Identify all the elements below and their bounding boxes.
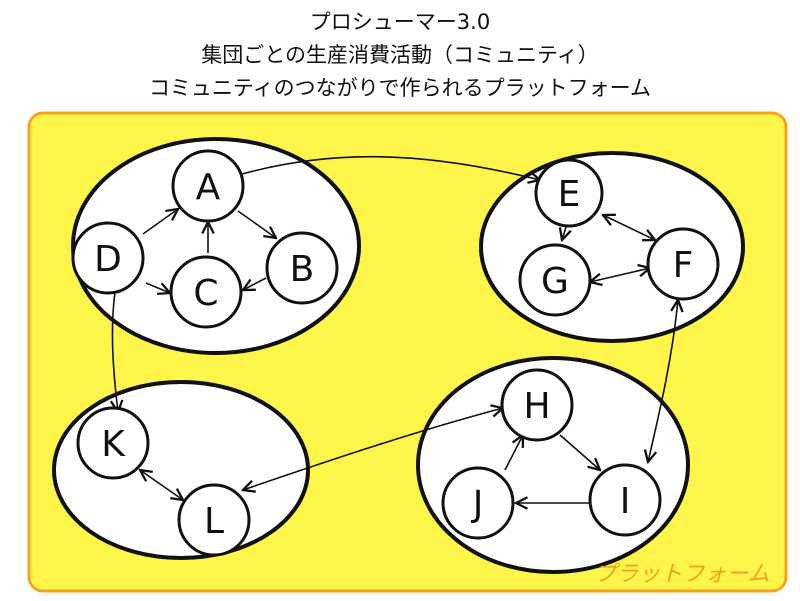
node-k: K: [76, 406, 150, 480]
edge-j-h: [504, 435, 523, 471]
edge-f-i: [648, 300, 678, 462]
node-j: J: [441, 466, 515, 540]
node-e-circle: [534, 158, 604, 228]
title-line-2: 集団ごとの生産消費活動（コミュニティ）: [201, 43, 599, 67]
node-h-label: H: [523, 386, 550, 427]
edge-b-c: [243, 277, 267, 290]
edge-g-f: [590, 268, 650, 282]
node-d: D: [71, 221, 145, 295]
node-f: F: [646, 227, 720, 301]
edge-d-c: [145, 282, 170, 293]
edge-l-h: [243, 408, 503, 490]
node-f-circle: [646, 227, 720, 301]
title-line-3: コミュニティのつながりで作られるプラットフォーム: [148, 76, 652, 100]
node-j-label: J: [471, 484, 484, 525]
node-g: G: [518, 243, 592, 317]
platform-watermark: プラットフォーム: [594, 562, 769, 587]
edge-d-a: [142, 209, 178, 235]
node-a-label: A: [196, 167, 221, 208]
edge-a-e: [241, 155, 540, 180]
node-b-label: B: [290, 249, 315, 290]
node-h: H: [500, 368, 574, 442]
node-a: A: [171, 149, 245, 223]
node-l-circle: [177, 483, 251, 557]
node-h-circle: [500, 368, 574, 442]
node-d-circle: [71, 221, 145, 295]
edge-k-l: [140, 470, 183, 500]
node-k-label: K: [101, 424, 126, 465]
edge-e-g: [562, 226, 566, 240]
node-d-label: D: [94, 239, 122, 280]
node-c-circle: [169, 255, 243, 329]
node-k-circle: [76, 406, 150, 480]
node-e-label: E: [558, 174, 581, 215]
edge-h-i: [559, 434, 600, 470]
node-g-label: G: [541, 261, 569, 302]
edge-e-f: [603, 215, 655, 240]
node-e: E: [534, 158, 604, 228]
node-i-label: I: [620, 481, 631, 522]
node-i-circle: [588, 463, 662, 537]
title-line-1: プロシューマー3.0: [309, 10, 491, 34]
node-a-circle: [171, 149, 245, 223]
node-c-label: C: [193, 273, 218, 314]
node-c: C: [169, 255, 243, 329]
title-block: プロシューマー3.0 集団ごとの生産消費活動（コミュニティ） コミュニティのつな…: [0, 6, 800, 105]
node-i: I: [588, 463, 662, 537]
edge-a-b: [237, 210, 276, 238]
edge-d-k: [112, 291, 118, 412]
node-g-circle: [518, 243, 592, 317]
node-f-label: F: [673, 245, 694, 286]
edges: [112, 155, 678, 503]
node-j-circle: [441, 466, 515, 540]
node-l-label: L: [204, 501, 224, 542]
node-l: L: [177, 483, 251, 557]
node-b: B: [265, 231, 339, 305]
node-b-circle: [265, 231, 339, 305]
